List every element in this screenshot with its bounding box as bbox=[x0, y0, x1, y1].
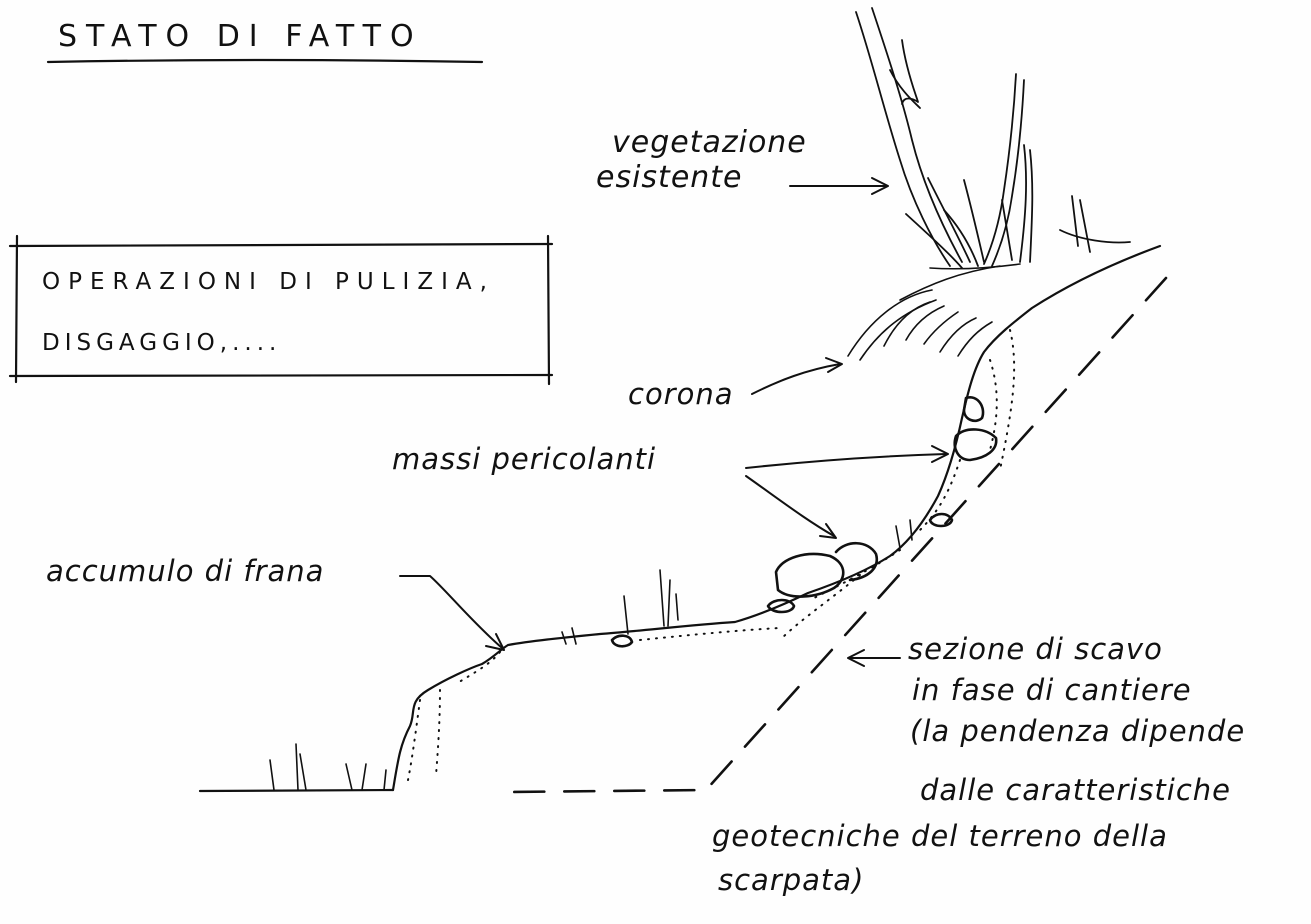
slope-stipple bbox=[407, 329, 1016, 781]
section-label-line3: (la pendenza dipende bbox=[910, 714, 1246, 748]
vegetation-label-line2: esistente bbox=[596, 160, 743, 195]
boulders-label: massi pericolanti bbox=[392, 442, 657, 476]
section-label-line6: scarpata) bbox=[718, 863, 865, 897]
vegetation-label-line1: vegetazione bbox=[612, 125, 807, 160]
operations-text-line1: OPERAZIONI DI PULIZIA, bbox=[42, 269, 495, 295]
grass-tufts bbox=[269, 519, 913, 791]
ground-profile bbox=[198, 244, 1162, 793]
section-label-line2: in fase di cantiere bbox=[912, 673, 1192, 707]
page-title: STATO DI FATTO bbox=[58, 19, 423, 54]
existing-vegetation bbox=[855, 7, 1131, 269]
section-label-line5: geotecniche del terreno della bbox=[712, 819, 1168, 853]
operations-text-line2: DISGAGGIO,.... bbox=[42, 330, 282, 356]
excavation-section-line bbox=[505, 276, 1168, 794]
section-label-line1: sezione di scavo bbox=[908, 632, 1163, 666]
section-label-line4: dalle caratteristiche bbox=[920, 773, 1232, 807]
title-underline bbox=[46, 58, 484, 64]
corona-grass bbox=[847, 263, 1021, 361]
boulders bbox=[610, 396, 998, 648]
landslide-label: accumulo di frana bbox=[46, 554, 325, 588]
label-arrows bbox=[399, 177, 949, 667]
corona-label: corona bbox=[628, 377, 734, 411]
operations-box-frame bbox=[8, 234, 554, 386]
